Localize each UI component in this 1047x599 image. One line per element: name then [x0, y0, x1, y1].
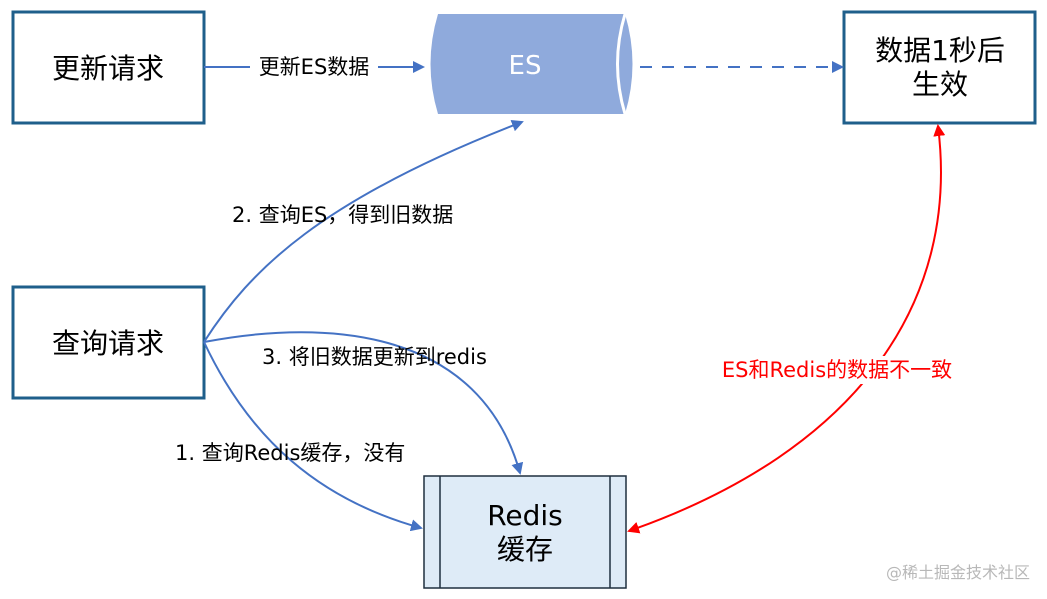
edge-update-redis: 3. 将旧数据更新到redis — [203, 331, 524, 475]
data-effective-label-line1: 数据1秒后 — [875, 34, 1005, 67]
edge-query-es: 2. 查询ES，得到旧数据 — [203, 120, 524, 343]
query-request-label: 查询请求 — [52, 327, 164, 360]
watermark-text: @稀土掘金技术社区 — [886, 563, 1030, 582]
data-effective-label-line2: 生效 — [912, 68, 968, 101]
query-request-node: 查询请求 — [11, 285, 206, 400]
update-request-label: 更新请求 — [52, 52, 164, 85]
es-cylinder: ES — [430, 13, 633, 115]
edge-update-redis-label: 3. 将旧数据更新到redis — [262, 345, 487, 369]
redis-label-line1: Redis — [487, 499, 563, 532]
edge-query-redis-label: 1. 查询Redis缓存，没有 — [175, 441, 405, 465]
redis-label-line2: 缓存 — [497, 533, 553, 566]
update-request-node: 更新请求 — [11, 10, 206, 125]
edge-inconsistent: ES和Redis的数据不一致 — [627, 124, 968, 534]
data-effective-node: 数据1秒后 生效 — [842, 10, 1037, 125]
edge-inconsistent-label: ES和Redis的数据不一致 — [722, 358, 952, 382]
edge-update-es: 更新ES数据 — [204, 52, 425, 80]
edge-update-es-label: 更新ES数据 — [259, 55, 370, 79]
es-label: ES — [509, 51, 542, 81]
redis-cache-node: Redis 缓存 — [423, 475, 627, 589]
edge-query-redis: 1. 查询Redis缓存，没有 — [175, 341, 423, 532]
edge-query-es-label: 2. 查询ES，得到旧数据 — [232, 203, 453, 227]
